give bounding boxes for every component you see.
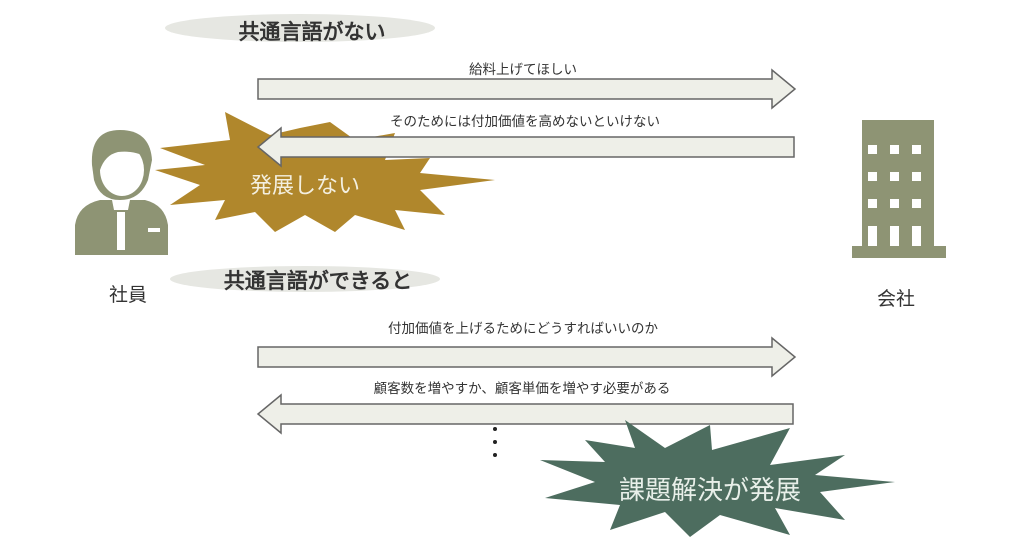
message-increase-customers: 顧客数を増やすか、顧客単価を増やす必要がある	[373, 381, 671, 397]
message-how-to-add-value: 付加価値を上げるためにどうすればいいのか	[388, 321, 658, 337]
arrow-employee-to-company-2	[257, 336, 797, 378]
heading-no-common-language: 共通言語がない	[238, 20, 386, 44]
arrow-company-to-employee-1	[256, 126, 795, 168]
heading-ellipse-top	[165, 14, 435, 42]
message-raise-salary: 給料上げてほしい	[469, 62, 577, 78]
ellipsis-dots	[493, 427, 497, 457]
arrow-employee-to-company-1	[257, 68, 797, 110]
label-employee: 社員	[108, 284, 148, 306]
burst-label-problem-solving: 課題解決が発展	[618, 476, 802, 506]
burst-no-development	[155, 112, 495, 232]
company-building-icon	[852, 120, 946, 258]
employee-icon	[75, 130, 168, 255]
arrow-company-to-employee-2	[256, 393, 794, 435]
heading-with-common-language: 共通言語ができると	[223, 269, 413, 293]
message-add-value: そのためには付加価値を高めないといけない	[390, 114, 660, 130]
label-company: 会社	[876, 288, 916, 310]
burst-problem-solving	[540, 420, 895, 537]
burst-label-no-development: 発展しない	[249, 174, 361, 199]
heading-ellipse-bottom	[170, 266, 440, 292]
